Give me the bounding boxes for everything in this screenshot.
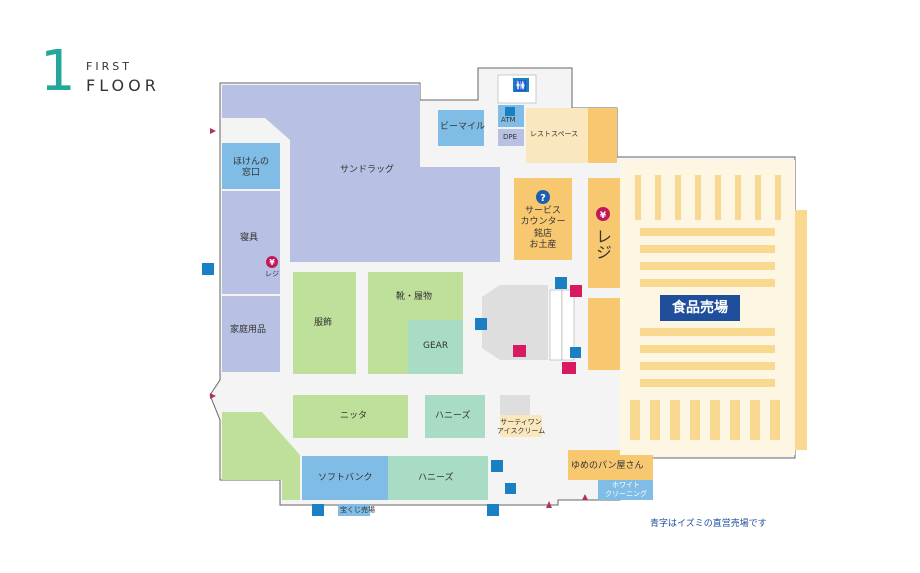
label-cleaning-2: クリーニング xyxy=(605,489,647,498)
escalator-icon xyxy=(555,277,567,289)
store-register xyxy=(588,178,621,288)
label-knit: ニッタ xyxy=(340,411,368,421)
store-honeys2 xyxy=(388,456,488,500)
parking-icon xyxy=(202,263,214,275)
escalator-icon-3 xyxy=(491,460,503,472)
escalator-right xyxy=(561,289,575,361)
store-bottom-green xyxy=(222,412,300,500)
legend-note: 青字はイズミの直営売場です xyxy=(650,519,767,529)
floor-label-first: FIRST xyxy=(86,60,132,73)
label-cleaning: ホワイト クリーニング xyxy=(600,481,652,499)
orange-strip-top xyxy=(588,108,617,163)
store-cleaning xyxy=(598,480,653,500)
label-thirtyone-1: サーティワン xyxy=(500,418,542,426)
svg-text:¥: ¥ xyxy=(600,211,607,221)
store-rest xyxy=(526,108,588,163)
label-hoken-2: 窓口 xyxy=(241,168,260,179)
store-31-gray xyxy=(500,395,530,415)
label-service-1: サービス xyxy=(524,206,561,216)
floor-number: 1 xyxy=(40,39,76,104)
label-rest: レストスペース xyxy=(530,130,579,138)
smoking-icon xyxy=(487,504,499,516)
store-household xyxy=(222,296,280,372)
label-shoes: 靴・履物 xyxy=(396,292,433,302)
label-service-4: お土産 xyxy=(529,239,557,250)
label-service-3: 銘店 xyxy=(533,228,552,239)
label-household: 家庭用品 xyxy=(230,325,267,335)
store-clothing xyxy=(293,272,356,374)
elevator-icon xyxy=(570,347,581,358)
store-softbank xyxy=(302,456,388,500)
sign-icon-red xyxy=(570,285,582,297)
svg-text:🚻: 🚻 xyxy=(515,79,527,92)
label-bmile: ビーマイル xyxy=(440,122,486,132)
store-knit xyxy=(293,395,408,438)
elevator-icon-2 xyxy=(505,483,516,494)
label-takarakuji: 宝くじ売場 xyxy=(340,506,375,514)
escalator-icon-2 xyxy=(475,318,487,330)
label-honeys1: ハニーズ xyxy=(435,411,471,421)
orange-column-lower xyxy=(588,298,621,370)
svg-text:?: ? xyxy=(540,193,546,204)
label-softbank: ソフトバンク xyxy=(318,473,373,483)
restroom-icon: 🚻 xyxy=(513,78,529,92)
label-gear: GEAR xyxy=(423,341,449,351)
store-dpe xyxy=(498,129,524,146)
label-hoken-1: ほけんの xyxy=(232,157,269,167)
store-gear xyxy=(408,320,463,374)
entrance-arrow-icon-4 xyxy=(582,494,588,500)
escalator-hall xyxy=(482,285,548,360)
svg-text:¥: ¥ xyxy=(269,258,275,267)
label-clothing: 服飾 xyxy=(314,318,333,328)
label-service: サービス カウンター 銘店 お土産 xyxy=(516,206,570,251)
entrance-arrow-icon xyxy=(210,128,216,134)
takarakuji-box xyxy=(338,504,370,516)
escalator-left xyxy=(549,289,563,361)
store-sundrug xyxy=(222,85,500,262)
atm-icon xyxy=(505,107,515,116)
label-bedding: 寝具 xyxy=(240,233,259,243)
label-service-2: カウンター xyxy=(520,217,566,228)
label-bakery: ゆめのパン屋さん xyxy=(571,461,644,471)
label-honeys2: ハニーズ xyxy=(418,473,454,483)
label-hoken: ほけんの 窓口 xyxy=(225,157,277,180)
label-food: 食品売場 xyxy=(660,295,740,321)
label-sundrug: サンドラッグ xyxy=(340,165,395,175)
sign-icon-red-2 xyxy=(562,362,576,374)
store-bmile xyxy=(438,110,484,146)
label-register: レジ xyxy=(593,228,612,260)
label-cleaning-1: ホワイト xyxy=(612,481,640,489)
label-thirtyone-2: アイスクリーム xyxy=(496,426,546,435)
info-icon: ? xyxy=(536,190,550,204)
yen-icon-small: ¥ xyxy=(266,256,278,268)
label-small-register: レジ xyxy=(265,270,279,278)
label-dpe: DPE xyxy=(503,133,518,141)
label-atm: ATM xyxy=(501,116,516,124)
label-thirtyone: サーティワン アイスクリーム xyxy=(495,418,547,436)
store-hoken xyxy=(222,143,280,189)
food-shelves xyxy=(630,175,807,450)
store-honeys1 xyxy=(425,395,485,438)
wifi-icon xyxy=(513,345,526,357)
entrance-arrow-icon-2 xyxy=(210,393,216,399)
entrance-arrow-icon-3 xyxy=(546,501,552,508)
post-icon xyxy=(312,504,324,516)
store-bedding xyxy=(222,191,280,294)
floor-label-floor: FLOOR xyxy=(86,76,160,95)
store-thirtyone xyxy=(500,415,542,437)
yen-icon: ¥ xyxy=(596,207,610,221)
